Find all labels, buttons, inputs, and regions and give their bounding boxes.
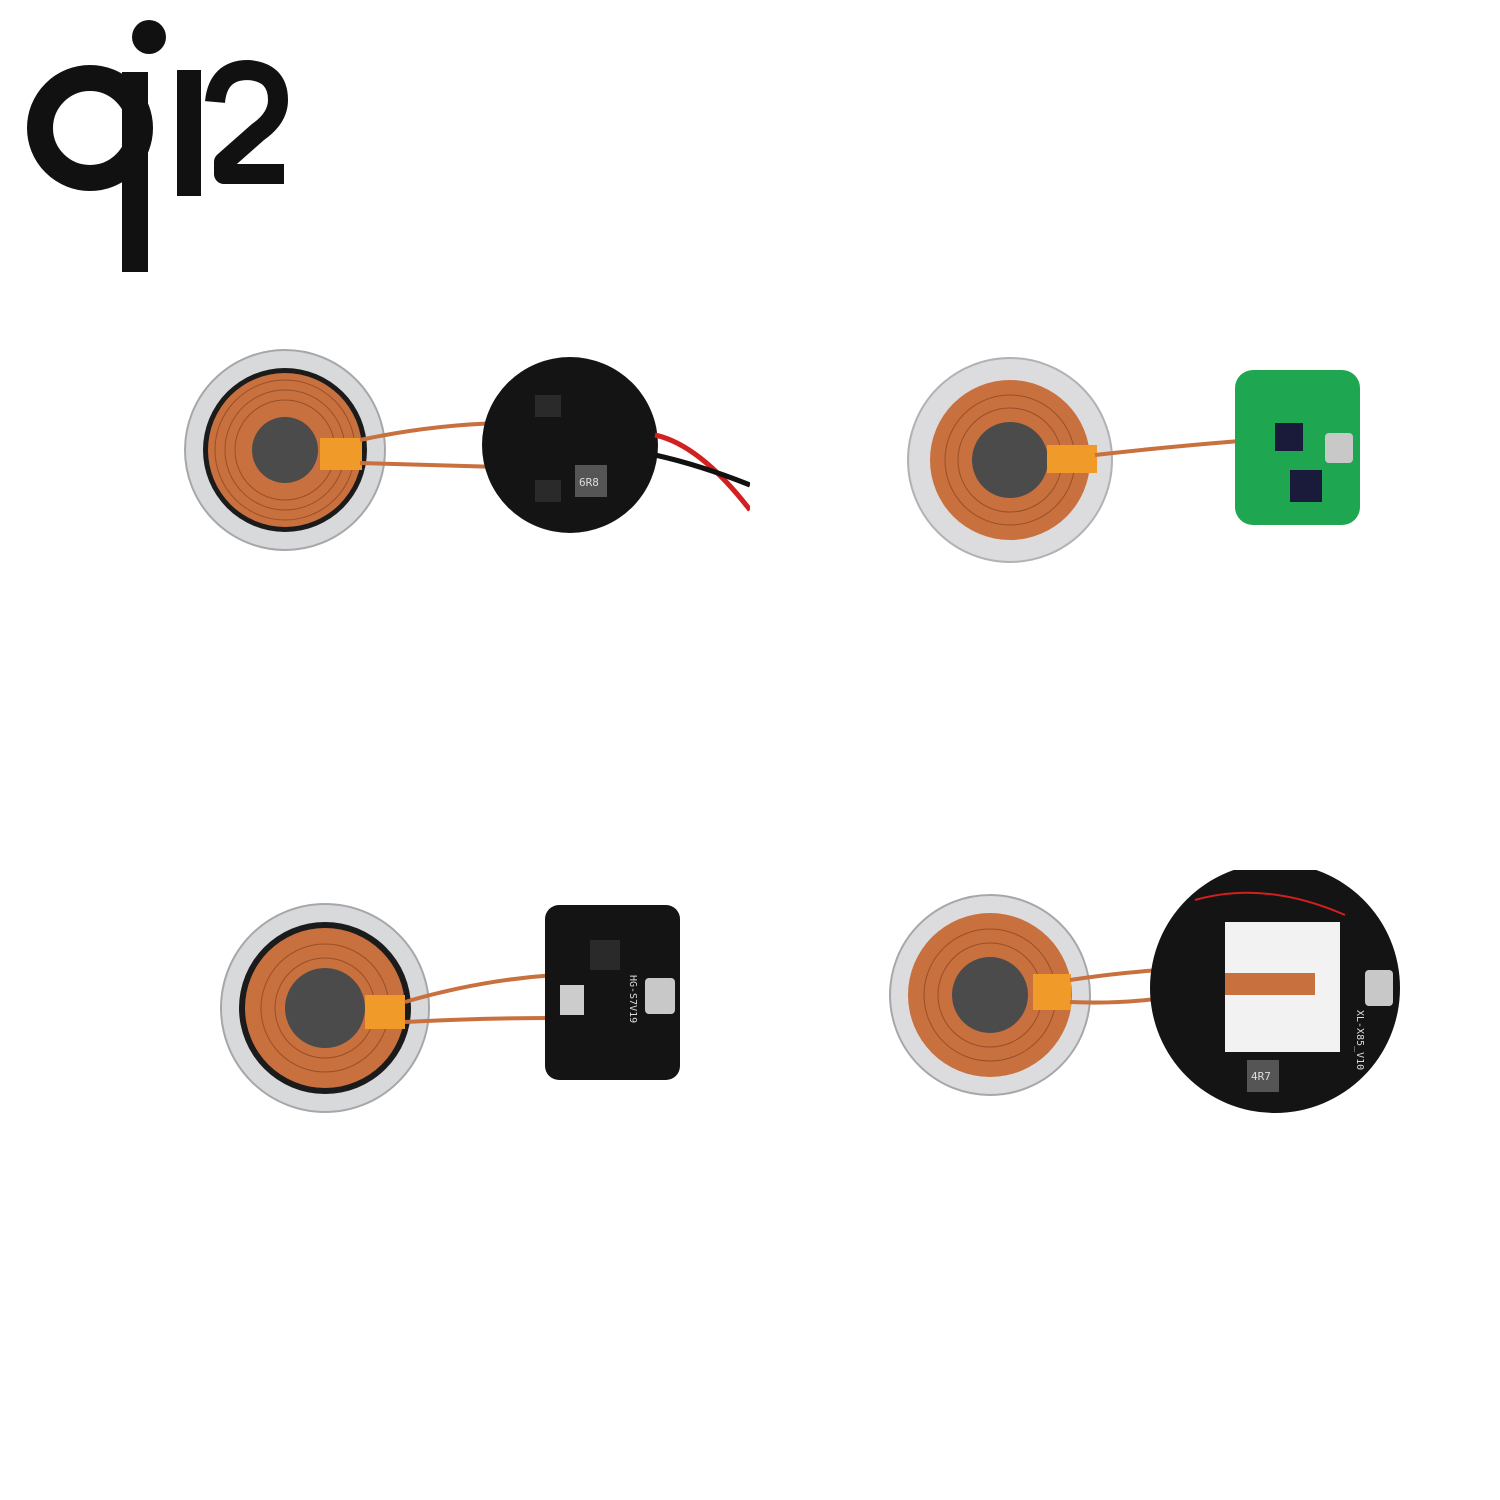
- charger-module-4: 4R7 XL-X85_V10: [889, 870, 1400, 1113]
- pcb-board: [1235, 370, 1360, 525]
- logo-version: 2: [12, 10, 13, 11]
- kapton-tape: [320, 438, 362, 470]
- usb-c-port: [645, 978, 675, 1014]
- board-marking: XL-X85_V10: [1354, 1010, 1365, 1070]
- kapton-tape: [365, 995, 405, 1029]
- ferrite-core: [252, 417, 318, 483]
- ferrite-core: [952, 957, 1028, 1033]
- coil-lead-wires: [359, 421, 501, 469]
- ferrite-core: [972, 422, 1048, 498]
- kapton-tape: [1033, 974, 1071, 1010]
- power-wire-black: [654, 452, 750, 488]
- inductor-marking: 6R8: [579, 476, 599, 489]
- usb-c-port: [1365, 970, 1393, 1006]
- copper-tape: [1225, 973, 1315, 995]
- inductor-marking: 4R7: [1251, 1070, 1271, 1083]
- pcb-board: 6R8: [482, 357, 658, 533]
- internal-wire: [1194, 891, 1346, 916]
- ferrite-core: [285, 968, 365, 1048]
- pcb-board: HG-S7V19: [545, 905, 680, 1080]
- charger-module-2: [907, 357, 1360, 563]
- board-marking: HG-S7V19: [627, 975, 638, 1023]
- charger-module-1: 6R8: [184, 349, 750, 551]
- kapton-tape: [1047, 445, 1097, 473]
- power-wire-red: [654, 432, 750, 512]
- coil-lead-wires: [404, 973, 556, 1024]
- qi2-logo: qi 2: [12, 10, 288, 272]
- logo-text: qi: [12, 10, 14, 11]
- coil-lead-wires: [1094, 439, 1241, 457]
- usb-c-port: [1325, 433, 1353, 463]
- pcb-board: 4R7 XL-X85_V10: [1150, 870, 1400, 1113]
- charger-module-3: HG-S7V19: [220, 903, 680, 1113]
